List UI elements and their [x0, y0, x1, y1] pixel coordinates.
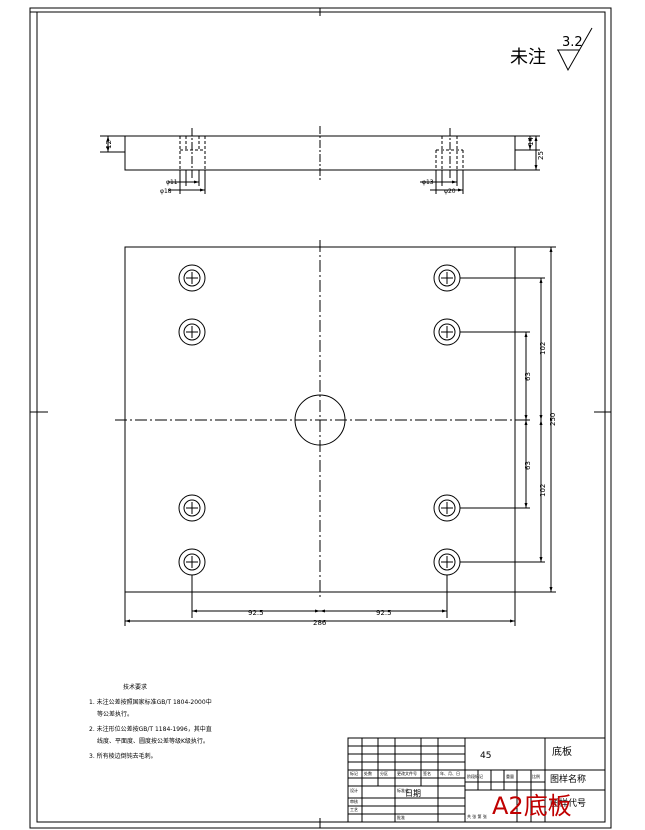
dim-phi18: φ18 — [160, 188, 172, 195]
approve-label: 批准 — [397, 814, 405, 820]
dim-63-bottom: 63 — [524, 461, 532, 470]
sheet-label: 共 张 第 张 — [467, 813, 487, 819]
stage-label: 阶段标记 — [467, 773, 483, 779]
plan-view — [115, 240, 556, 626]
side-view-dimension-text: 14 25 12 φ11 φ18 φ13 φ20 — [105, 137, 545, 195]
dim-25: 25 — [537, 151, 545, 160]
row-signature: 签名 — [423, 770, 431, 776]
row-zone: 分区 — [380, 770, 388, 776]
plan-view-dimension-text: 102 63 250 63 102 92.5 92.5 286 — [248, 342, 557, 627]
dim-250: 250 — [549, 413, 557, 426]
dim-102-top: 102 — [539, 342, 547, 355]
title-block — [347, 737, 606, 823]
hole-top-left-2 — [178, 318, 206, 346]
row-change-doc: 更改文件号 — [397, 770, 417, 776]
dim-286: 286 — [313, 619, 327, 627]
drawing-frame — [29, 7, 612, 829]
process-label: 工艺 — [350, 807, 358, 812]
dim-12: 12 — [105, 140, 113, 149]
material: 45 — [480, 751, 491, 761]
designer-label: 设计 — [350, 787, 358, 793]
dim-phi11: φ11 — [166, 179, 178, 186]
hole-bottom-left-1 — [178, 494, 206, 522]
notes-line-4: 线度、平面度、圆度按公差等级K级执行。 — [97, 737, 209, 745]
dim-14: 14 — [527, 137, 535, 146]
notes-line-2: 等公差执行。 — [97, 710, 133, 718]
dim-63-top: 63 — [524, 372, 532, 381]
hole-top-left-1 — [178, 264, 206, 292]
notes-line-5: 3. 所有棱边倒钝去毛刺。 — [89, 752, 157, 760]
dim-92-5-right: 92.5 — [376, 609, 392, 617]
notes-line-3: 2. 未注形位公差按GB/T 1184-1996，其中直 — [89, 725, 212, 733]
sign-label: 日期 — [405, 789, 421, 798]
row-date: 年、月、日 — [440, 770, 460, 776]
weight-label: 重量 — [506, 773, 514, 779]
roughness-label: 未注 — [510, 47, 546, 68]
roughness-value: 3.2 — [562, 35, 583, 50]
drawing-no-label: 图样代号 — [550, 797, 586, 809]
dim-phi13: φ13 — [422, 179, 434, 186]
standard-label: 标准化 — [397, 787, 409, 793]
row-count: 处数 — [364, 770, 372, 776]
dim-92-5-left: 92.5 — [248, 609, 264, 617]
drawing-name-label: 图样名称 — [550, 773, 586, 785]
side-view — [100, 126, 540, 194]
watermark-text: A2底板 — [492, 792, 572, 820]
roughness-symbol: 未注 3.2 — [510, 27, 593, 72]
notes-title: 技术要求 — [123, 683, 147, 691]
dim-102-bottom: 102 — [539, 484, 547, 497]
notes-line-1: 1. 未注公差按照国家标准GB/T 1804-2000中 — [89, 698, 212, 706]
row-mark: 标记 — [350, 770, 358, 776]
scale-label: 比例 — [532, 773, 540, 779]
review-label: 审核 — [350, 798, 358, 804]
dim-phi20: φ20 — [444, 188, 456, 195]
part-name: 底板 — [552, 745, 572, 758]
technical-notes: 技术要求 1. 未注公差按照国家标准GB/T 1804-2000中 等公差执行。… — [89, 683, 212, 760]
title-block-text: 45 底板 图样名称 图样代号 标记 处数 分区 更改文件号 签名 年、月、日 … — [350, 745, 586, 820]
